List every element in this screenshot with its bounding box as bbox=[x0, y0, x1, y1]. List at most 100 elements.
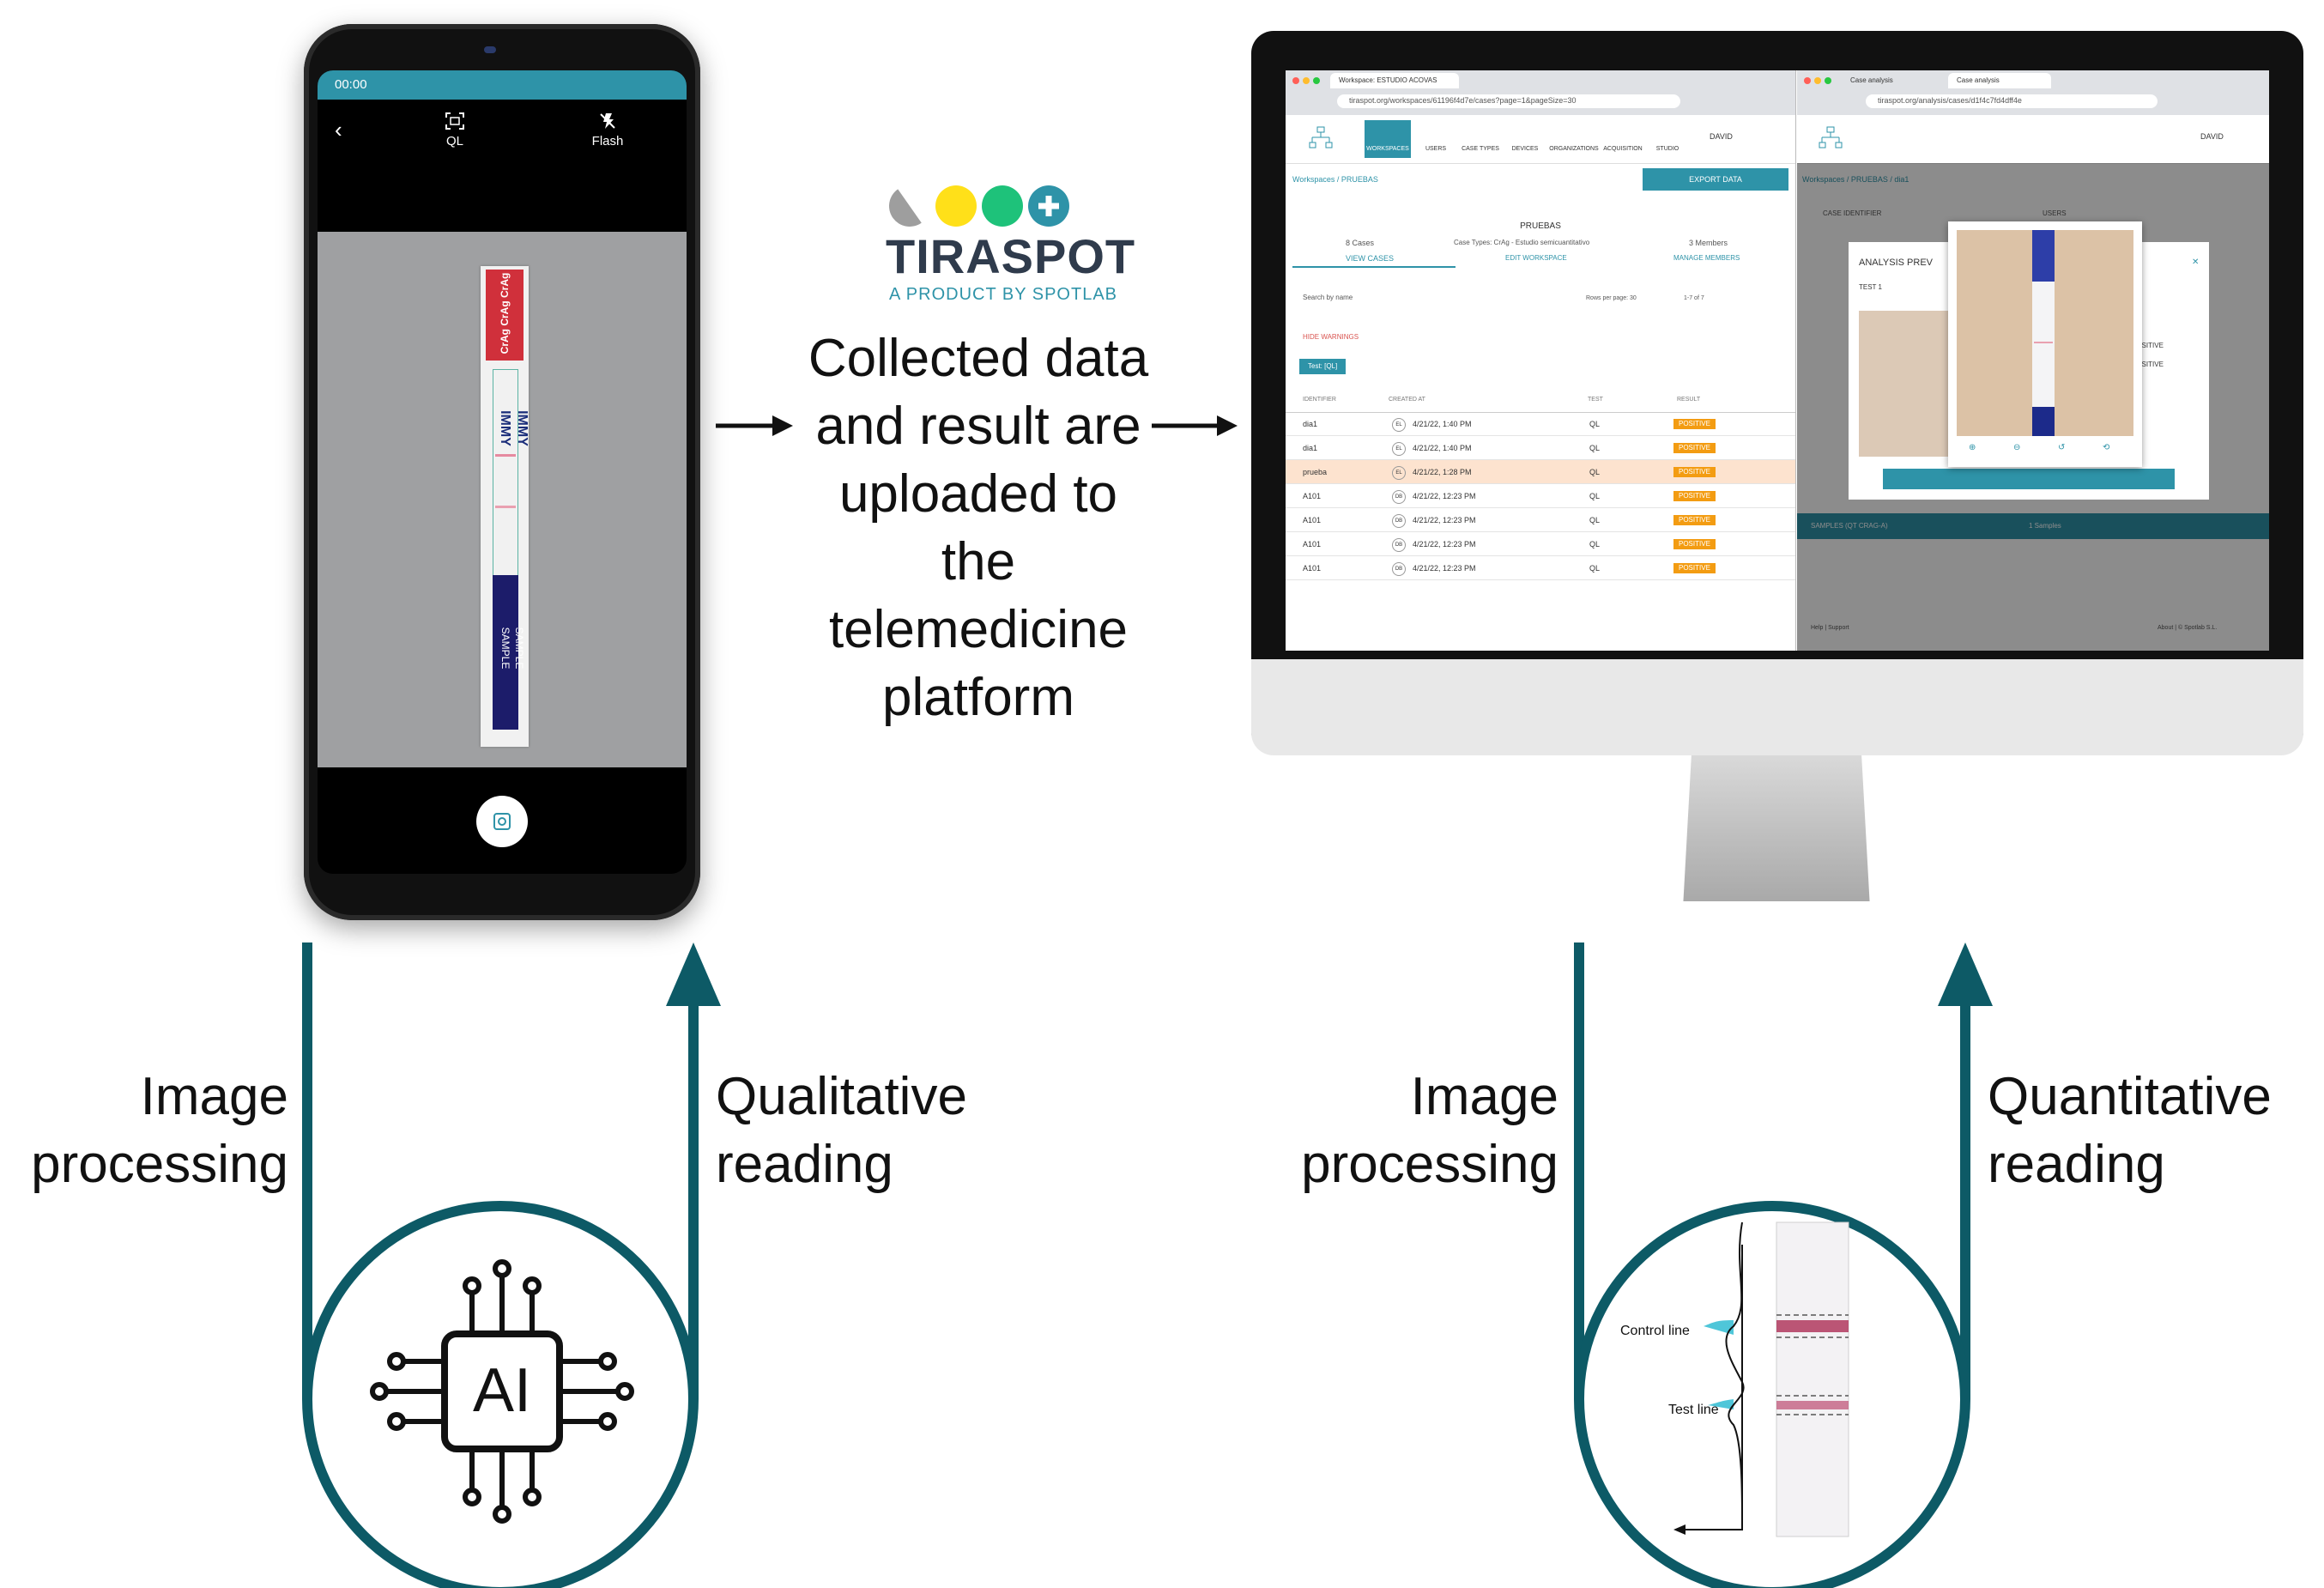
workspace-tree-icon[interactable] bbox=[1818, 125, 1843, 151]
logo-pacman bbox=[889, 189, 922, 227]
edit-workspace-tab[interactable]: EDIT WORKSPACE bbox=[1505, 254, 1567, 262]
row-created-at: 4/21/22, 12:23 PM bbox=[1413, 516, 1476, 524]
scan-icon bbox=[445, 112, 464, 130]
flash-button[interactable]: Flash bbox=[582, 112, 633, 148]
nav-devices[interactable]: DEVICES bbox=[1511, 146, 1539, 152]
samples-bar[interactable]: SAMPLES (QT CRAG-A) 1 Samples bbox=[1797, 513, 2269, 539]
column-identifier[interactable]: IDENTIFIER bbox=[1303, 397, 1336, 403]
maximize-dot-icon[interactable] bbox=[1825, 77, 1831, 84]
modal-nav-bar[interactable] bbox=[1883, 469, 2175, 489]
nav-workspaces[interactable]: WORKSPACES bbox=[1365, 120, 1411, 158]
row-identifier: A101 bbox=[1303, 516, 1322, 524]
nav-organizations[interactable]: ORGANIZATIONS bbox=[1549, 146, 1599, 152]
row-created-at: 4/21/22, 12:23 PM bbox=[1413, 492, 1476, 500]
breadcrumb[interactable]: Workspaces / PRUEBAS bbox=[1292, 175, 1378, 184]
row-user-avatar: DB bbox=[1392, 514, 1406, 528]
nav-acquisition[interactable]: ACQUISITION bbox=[1603, 146, 1643, 152]
back-button[interactable]: ‹ bbox=[335, 117, 342, 143]
row-identifier: A101 bbox=[1303, 564, 1322, 573]
url-bar[interactable]: tiraspot.org/analysis/cases/d1f4c7fd4dff… bbox=[1866, 94, 2158, 108]
nav-users[interactable]: USERS bbox=[1425, 146, 1447, 152]
workspace-title: PRUEBAS bbox=[1520, 221, 1561, 231]
manage-members-tab[interactable]: MANAGE MEMBERS bbox=[1673, 254, 1740, 262]
shutter-button[interactable] bbox=[476, 796, 528, 847]
column-result[interactable]: RESULT bbox=[1677, 397, 1701, 403]
chevron-left-icon: ‹ bbox=[335, 117, 342, 142]
plus-icon bbox=[1038, 196, 1059, 216]
view-cases-tab[interactable]: VIEW CASES bbox=[1346, 254, 1395, 263]
workspace-tree-icon[interactable] bbox=[1308, 125, 1334, 151]
row-test: QL bbox=[1589, 492, 1601, 500]
row-user-avatar: DB bbox=[1392, 538, 1406, 552]
zoomed-image-viewer: ⊕ ⊖ ↺ ⟲ bbox=[1948, 221, 2142, 467]
maximize-dot-icon[interactable] bbox=[1313, 77, 1320, 84]
footer-about[interactable]: About | © Spotlab S.L. bbox=[2158, 625, 2218, 631]
camera-preview: CrAg CrAg CrAg IMMY IMMY SAMPLE SAMPLE bbox=[318, 232, 687, 767]
zoom-out-icon[interactable]: ⊖ bbox=[2013, 443, 2021, 452]
case-types-summary: Case Types: CrAg - Estudio semicuantitat… bbox=[1454, 239, 1590, 246]
zoom-in-icon[interactable]: ⊕ bbox=[1969, 443, 1976, 452]
upload-line-1: Collected data bbox=[808, 329, 1149, 388]
column-test[interactable]: TEST bbox=[1588, 397, 1603, 403]
right-process-loop bbox=[1574, 942, 1993, 1588]
browser-tab[interactable]: Workspace: ESTUDIO ACOVAS bbox=[1330, 73, 1459, 88]
row-user-avatar: EL bbox=[1392, 466, 1406, 480]
camera-toolbar: ‹ QL Flash bbox=[318, 100, 687, 192]
browser-tab-a[interactable]: Case analysis bbox=[1850, 76, 1893, 84]
samples-count: 1 Samples bbox=[2029, 522, 2061, 530]
row-user-avatar: EL bbox=[1392, 442, 1406, 456]
ql-mode-button[interactable]: QL bbox=[429, 112, 481, 148]
column-created-at[interactable]: CREATED AT bbox=[1389, 397, 1425, 403]
close-dot-icon[interactable] bbox=[1292, 77, 1299, 84]
breadcrumb[interactable]: Workspaces / PRUEBAS / dia1 bbox=[1802, 175, 1909, 184]
row-test: QL bbox=[1589, 468, 1601, 476]
user-name[interactable]: DAVID bbox=[1710, 132, 1733, 141]
browser-window-workspace: Workspace: ESTUDIO ACOVAS tiraspot.org/w… bbox=[1286, 70, 1796, 651]
row-identifier: dia1 bbox=[1303, 444, 1318, 452]
sample-thumbnail[interactable] bbox=[1859, 311, 1953, 457]
app-nav-bar: DAVID bbox=[1797, 115, 2269, 164]
left-processing-line-1: Image bbox=[140, 1067, 288, 1126]
nav-case-types[interactable]: CASE TYPES bbox=[1462, 146, 1499, 152]
rotate-icon[interactable]: ↺ bbox=[2058, 443, 2066, 452]
minimize-dot-icon[interactable] bbox=[1814, 77, 1821, 84]
row-created-at: 4/21/22, 12:23 PM bbox=[1413, 564, 1476, 573]
quantitative-reading-caption: Quantitative reading bbox=[1988, 1063, 2272, 1198]
row-created-at: 4/21/22, 1:40 PM bbox=[1413, 444, 1472, 452]
close-icon[interactable]: ✕ bbox=[2192, 258, 2200, 267]
close-dot-icon[interactable] bbox=[1804, 77, 1811, 84]
row-result-badge: POSITIVE bbox=[1673, 539, 1716, 549]
search-input[interactable]: Search by name bbox=[1303, 294, 1353, 301]
hide-warnings-button[interactable]: HIDE WARNINGS bbox=[1303, 333, 1359, 341]
upload-description: Collected data and result are uploaded t… bbox=[772, 324, 1184, 731]
qualitative-line-1: Qualitative bbox=[716, 1067, 967, 1126]
ai-label: AI bbox=[473, 1356, 531, 1425]
control-band bbox=[495, 454, 516, 457]
user-name[interactable]: DAVID bbox=[2200, 132, 2224, 141]
test-line-band bbox=[1776, 1401, 1849, 1409]
reset-icon[interactable]: ⟲ bbox=[2103, 443, 2110, 452]
result-positive-a: POSITIVE bbox=[2132, 342, 2164, 349]
members-count: 3 Members bbox=[1689, 239, 1728, 247]
minimize-dot-icon[interactable] bbox=[1303, 77, 1310, 84]
browser-tab-b[interactable]: Case analysis bbox=[1948, 73, 2051, 88]
url-bar[interactable]: tiraspot.org/workspaces/61196f4d7e/cases… bbox=[1337, 94, 1680, 108]
smartphone: 00:00 ‹ QL Flash CrAg CrAg CrAg IMMY IMM… bbox=[304, 24, 700, 920]
axis-arrowhead bbox=[1673, 1524, 1686, 1535]
phone-screen: 00:00 ‹ QL Flash CrAg CrAg CrAg IMMY IMM… bbox=[318, 70, 687, 874]
rows-per-page[interactable]: Rows per page: 30 bbox=[1586, 295, 1637, 301]
nav-studio[interactable]: STUDIO bbox=[1655, 146, 1679, 152]
export-data-button[interactable]: EXPORT DATA bbox=[1643, 168, 1788, 191]
status-time: 00:00 bbox=[335, 77, 367, 92]
samples-title: SAMPLES (QT CRAG-A) bbox=[1811, 522, 1888, 530]
footer-help[interactable]: Help | Support bbox=[1811, 625, 1849, 631]
filter-chip[interactable]: Test: [QL] bbox=[1299, 359, 1347, 374]
